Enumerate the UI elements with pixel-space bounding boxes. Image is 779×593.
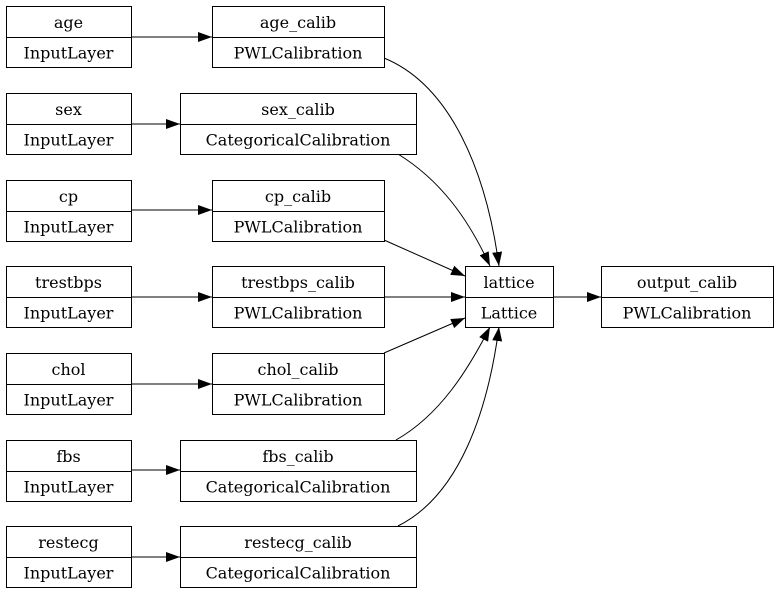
node-name-label: chol_calib	[258, 360, 339, 379]
node-name-label: sex_calib	[261, 100, 335, 119]
node-type-label: PWLCalibration	[234, 303, 363, 322]
node-type-label: InputLayer	[24, 217, 114, 236]
node-type-label: InputLayer	[24, 130, 114, 149]
node-type-label: PWLCalibration	[234, 43, 363, 62]
node-name-label: fbs	[56, 447, 80, 466]
edge-cp_calib-to-lattice	[383, 239, 466, 277]
edges-layer	[131, 32, 601, 562]
node-type-label: InputLayer	[24, 563, 114, 582]
node-type-label: CategoricalCalibration	[206, 130, 391, 149]
node-name-label: cp_calib	[265, 187, 331, 206]
node-name-label: output_calib	[637, 273, 737, 292]
node-type-label: CategoricalCalibration	[206, 477, 391, 496]
node-name-label: lattice	[483, 273, 534, 292]
node-type-label: PWLCalibration	[234, 390, 363, 409]
node-name-label: restecg	[38, 533, 98, 552]
node-name-label: chol	[51, 360, 85, 379]
node-name-label: fbs_calib	[262, 447, 333, 466]
node-type-label: InputLayer	[24, 43, 114, 62]
edge-restecg_calib-to-lattice	[397, 326, 503, 527]
node-type-label: InputLayer	[24, 477, 114, 496]
edge-chol_calib-to-lattice	[383, 317, 466, 354]
node-type-label: InputLayer	[24, 303, 114, 322]
node-name-label: restecg_calib	[244, 533, 351, 552]
edge-age_calib-to-lattice	[383, 57, 503, 267]
nodes-layer: ageInputLayersexInputLayercpInputLayertr…	[6, 6, 774, 588]
node-type-label: Lattice	[481, 303, 538, 322]
edge-fbs_calib-to-lattice	[395, 326, 491, 441]
node-type-label: CategoricalCalibration	[206, 563, 391, 582]
node-name-label: trestbps	[35, 273, 102, 292]
node-name-label: sex	[55, 100, 82, 119]
node-name-label: age	[54, 13, 83, 32]
node-type-label: PWLCalibration	[234, 217, 363, 236]
node-type-label: InputLayer	[24, 390, 114, 409]
node-type-label: PWLCalibration	[623, 303, 752, 322]
node-name-label: age_calib	[260, 13, 336, 32]
edge-sex_calib-to-lattice	[397, 153, 491, 267]
node-name-label: cp	[59, 187, 78, 206]
node-name-label: trestbps_calib	[241, 273, 355, 292]
